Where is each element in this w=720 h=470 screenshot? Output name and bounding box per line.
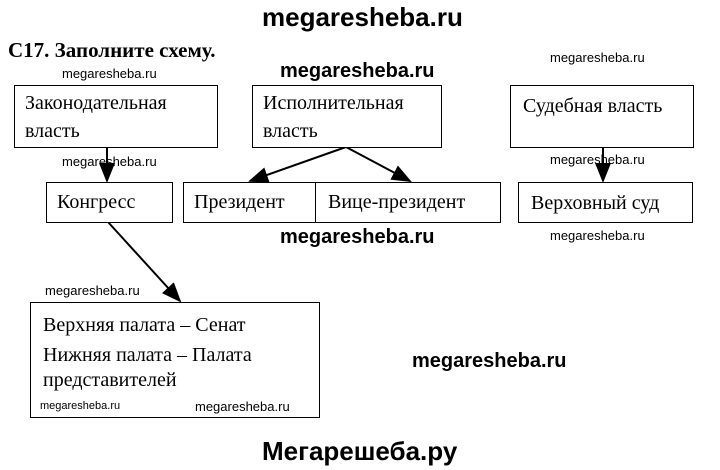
watermark: megaresheba.ru — [550, 228, 645, 243]
watermark: megaresheba.ru — [550, 152, 645, 167]
task-title: С17. Заполните схему. — [8, 38, 216, 62]
judicial-box: Судебная власть — [510, 85, 694, 148]
president-box: Президент — [183, 182, 317, 223]
watermark: megaresheba.ru — [40, 400, 121, 412]
arrow-congress-houses — [107, 221, 182, 303]
watermark: megaresheba.ru — [280, 226, 435, 248]
arrow-executive-president — [248, 146, 347, 183]
footer-watermark: Мегарешеба.ру — [262, 436, 458, 466]
watermark: megaresheba.ru — [550, 50, 645, 65]
watermark: megaresheba.ru — [412, 350, 567, 372]
header-watermark: megaresheba.ru — [262, 2, 463, 32]
legislative-box: Законодательная власть — [14, 85, 218, 148]
arrow-executive-vice — [345, 146, 412, 182]
watermark: megaresheba.ru — [45, 283, 140, 298]
watermark: megaresheba.ru — [62, 66, 157, 81]
lower-house-text: Нижняя палата – Палата представителей — [43, 344, 252, 391]
upper-house-text: Верхняя палата – Сенат — [43, 314, 246, 336]
watermark: megaresheba.ru — [195, 399, 290, 414]
watermark: megaresheba.ru — [280, 60, 435, 82]
executive-box: Исполнительная власть — [252, 85, 442, 148]
houses-box: Верхняя палата – Сенат Нижняя палата – П… — [30, 302, 320, 418]
supreme-court-box: Верховный суд — [518, 182, 693, 223]
watermark: megaresheba.ru — [62, 154, 157, 169]
congress-box: Конгресс — [46, 182, 173, 223]
vice-president-box: Вице-президент — [315, 182, 501, 223]
